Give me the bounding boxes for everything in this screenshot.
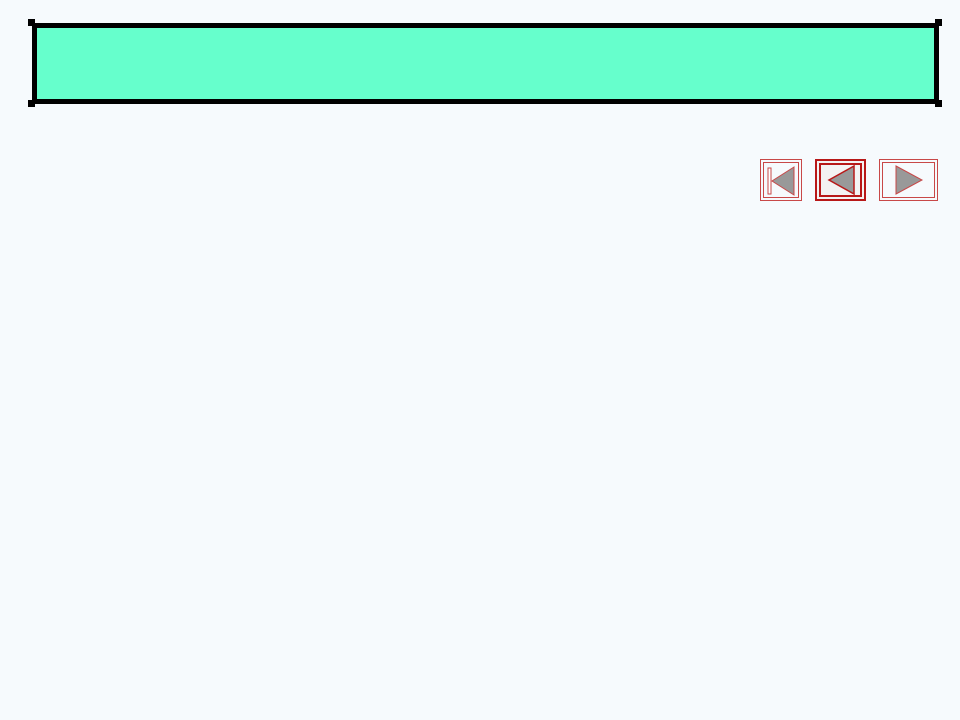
- arrow-right-icon: [895, 165, 924, 195]
- banner-corner-handle: [28, 100, 35, 107]
- next-slide-button[interactable]: [879, 159, 938, 201]
- first-slide-button[interactable]: [760, 159, 802, 201]
- skip-to-start-icon: [767, 166, 795, 196]
- previous-slide-button[interactable]: [815, 159, 866, 201]
- slide-title: [37, 28, 934, 99]
- banner-corner-handle: [935, 19, 942, 26]
- banner-corner-handle: [935, 100, 942, 107]
- banner-corner-handle: [28, 19, 35, 26]
- arrow-left-icon: [827, 164, 855, 196]
- title-banner: [32, 23, 939, 104]
